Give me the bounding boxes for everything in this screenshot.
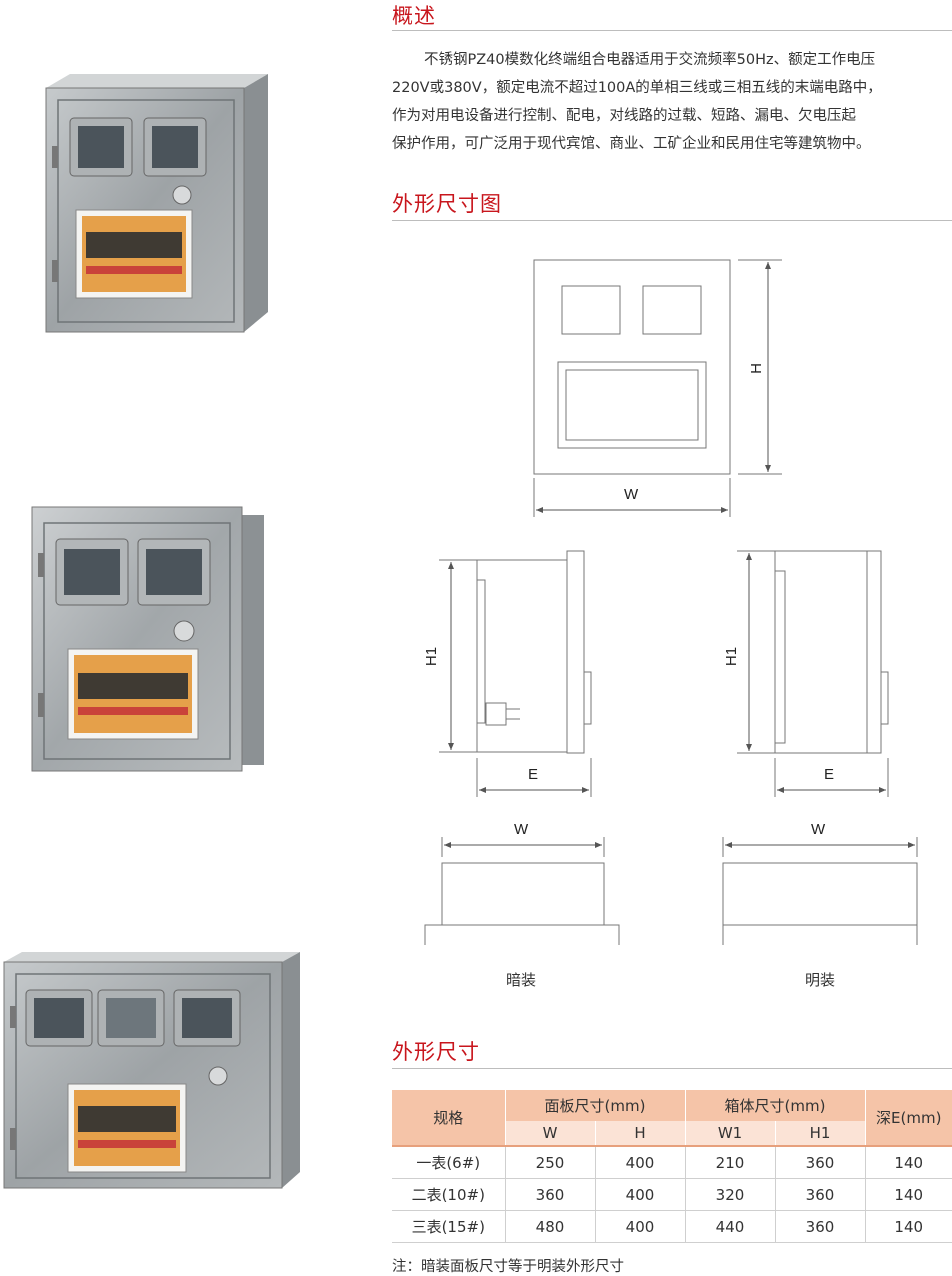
cell-w1: 320 [684,1178,775,1211]
header-w1: W1 [684,1121,775,1146]
cell-h1: 360 [774,1178,865,1211]
overview-divider [392,30,952,31]
flush-depth-label: E [528,766,539,783]
front-view-meter-window [642,285,702,335]
drawing-divider [392,220,952,221]
surface-mount-caption: 明装 [805,971,836,989]
flush-top-box [441,862,605,926]
flush-side-box [476,559,568,753]
cell-h1: 360 [774,1210,865,1243]
dimensions-table: 规格 面板尺寸(mm) 箱体尺寸(mm) 深E(mm) W H W1 H1 一表… [392,1090,952,1243]
header-spec: 规格 [392,1090,505,1146]
cell-h: 400 [594,1210,685,1243]
cell-h1: 360 [774,1145,865,1179]
flush-h1-label: H1 [423,646,441,667]
product-photo-two-meter [31,506,264,772]
overview-title: 概述 [392,4,436,28]
overview-line: 作为对用电设备进行控制、配电，对线路的过载、短路、漏电、欠电压起 [392,108,856,124]
table-row: 一表(6#) 250 400 210 360 140 [392,1145,952,1179]
front-view-meter-window [561,285,621,335]
cell-w: 250 [504,1145,595,1179]
header-h: H [594,1121,685,1146]
cell-h: 400 [594,1178,685,1211]
cell-h: 400 [594,1145,685,1179]
header-depth: 深E(mm) [864,1090,952,1146]
dimensions-divider [392,1068,952,1069]
table-note: 注：暗装面板尺寸等于明装外形尺寸 [392,1259,624,1275]
front-view-breaker-inner [565,369,699,441]
overview-line: 保护作用，可广泛用于现代宾馆、商业、工矿企业和民用住宅等建筑物中。 [392,136,871,152]
surface-depth-label: E [824,766,835,783]
front-view-breaker-window [557,361,707,449]
dimension-drawing [424,259,918,945]
cell-spec: 三表(15#) [392,1210,505,1243]
cell-spec: 一表(6#) [392,1145,505,1179]
cell-w1: 210 [684,1145,775,1179]
front-height-label: H [747,363,765,374]
surface-top-panel [722,924,918,945]
header-panel-size: 面板尺寸(mm) [504,1090,685,1121]
cell-spec: 二表(10#) [392,1178,505,1211]
overview-line: 不锈钢PZ40模数化终端组合电器适用于交流频率50Hz、额定工作电压 [424,52,876,68]
overview-paragraph: 不锈钢PZ40模数化终端组合电器适用于交流频率50Hz、额定工作电压 220V或… [392,46,952,158]
surface-top-width-label: W [811,821,826,838]
header-box-size: 箱体尺寸(mm) [684,1090,865,1121]
flush-side-panel [566,550,585,754]
product-photo-one-meter [45,74,268,333]
dimensions-title: 外形尺寸 [392,1040,480,1064]
cell-w: 480 [504,1210,595,1243]
header-w: W [504,1121,595,1146]
cell-e: 140 [864,1145,952,1179]
flush-mount-caption: 暗装 [506,971,537,989]
drawing-title: 外形尺寸图 [392,192,502,216]
front-width-label: W [624,486,639,503]
cell-w1: 440 [684,1210,775,1243]
table-row: 三表(15#) 480 400 440 360 140 [392,1210,952,1243]
surface-h1-label: H1 [723,646,741,667]
product-photo-three-meter [3,952,300,1189]
header-h1: H1 [774,1121,865,1146]
surface-side-box [774,550,882,754]
surface-top-box [722,862,918,926]
overview-line: 220V或380V，额定电流不超过100A的单相三线或三相五线的末端电路中， [392,80,882,96]
cell-e: 140 [864,1178,952,1211]
flush-top-width-label: W [514,821,529,838]
cell-e: 140 [864,1210,952,1243]
front-view-outline [533,259,731,475]
flush-top-panel [424,924,620,945]
cell-w: 360 [504,1178,595,1211]
table-row: 二表(10#) 360 400 320 360 140 [392,1178,952,1211]
